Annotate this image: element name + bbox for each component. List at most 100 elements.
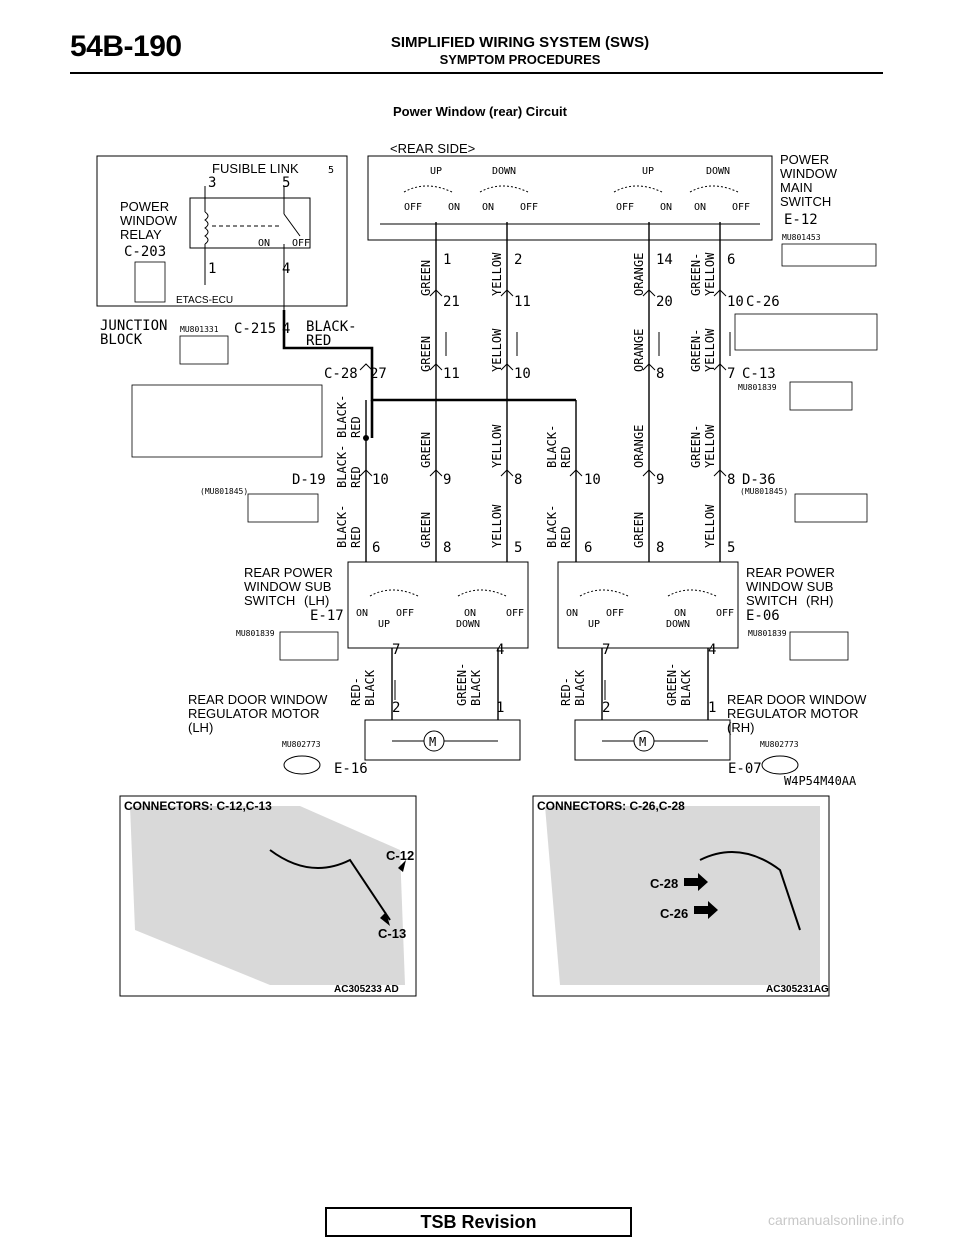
svg-text:C-26: C-26: [746, 294, 780, 310]
svg-text:C-26: C-26: [660, 906, 688, 921]
svg-text:OFF: OFF: [520, 202, 538, 213]
svg-text:6: 6: [584, 540, 592, 556]
svg-text:ORANGE: ORANGE: [632, 425, 646, 468]
svg-text:ON: ON: [660, 202, 672, 213]
svg-text:MU801453: MU801453: [782, 233, 821, 242]
svg-text:OFF: OFF: [404, 202, 422, 213]
svg-text:WINDOW SUB: WINDOW SUB: [244, 579, 331, 594]
svg-text:UP: UP: [430, 166, 442, 177]
svg-text:10: 10: [727, 294, 744, 310]
svg-text:REAR POWER: REAR POWER: [244, 565, 333, 580]
svg-text:E-12: E-12: [784, 212, 818, 228]
svg-text:ON: ON: [464, 608, 476, 619]
svg-text:E-07: E-07: [728, 761, 762, 777]
svg-text:OFF: OFF: [292, 238, 310, 249]
svg-text:(LH): (LH): [188, 720, 213, 735]
svg-text:7: 7: [727, 366, 735, 382]
svg-text:RELAY: RELAY: [120, 227, 162, 242]
svg-text:CONNECTORS: C-26,C-28: CONNECTORS: C-26,C-28: [537, 799, 685, 813]
svg-text:20: 20: [656, 294, 673, 310]
svg-text:UP: UP: [378, 619, 390, 630]
svg-text:C-13: C-13: [742, 366, 776, 382]
svg-text:OFF: OFF: [732, 202, 750, 213]
svg-text:M: M: [639, 735, 646, 749]
svg-text:21: 21: [443, 294, 460, 310]
svg-text:9: 9: [656, 472, 664, 488]
svg-text:REGULATOR MOTOR: REGULATOR MOTOR: [188, 706, 319, 721]
svg-text:(MU801845): (MU801845): [740, 487, 788, 496]
svg-text:(RH): (RH): [806, 593, 833, 608]
svg-text:14: 14: [656, 252, 673, 268]
svg-text:RED: RED: [349, 466, 363, 488]
tsb-revision-box: TSB Revision: [325, 1207, 632, 1237]
svg-text:YELLOW: YELLOW: [490, 424, 504, 468]
svg-text:MU802773: MU802773: [282, 740, 321, 749]
svg-text:(LH): (LH): [304, 593, 329, 608]
svg-text:9: 9: [443, 472, 451, 488]
svg-text:ON: ON: [694, 202, 706, 213]
svg-text:7: 7: [392, 642, 400, 658]
svg-text:AC305233 AD: AC305233 AD: [334, 984, 399, 995]
svg-text:GREEN-: GREEN-: [689, 253, 703, 296]
header-rule: [70, 72, 883, 74]
fusible-link-label: FUSIBLE LINK: [212, 161, 299, 176]
svg-text:(MU801845): (MU801845): [200, 487, 248, 496]
svg-text:WINDOW: WINDOW: [120, 213, 178, 228]
svg-text:REAR POWER: REAR POWER: [746, 565, 835, 580]
svg-text:MAIN: MAIN: [780, 180, 813, 195]
svg-text:ON: ON: [448, 202, 460, 213]
svg-text:27: 27: [370, 366, 387, 382]
relay-frame: [96, 155, 348, 307]
svg-text:BLACK: BLACK: [469, 669, 483, 706]
svg-text:RED-: RED-: [559, 677, 573, 706]
svg-text:MU801331: MU801331: [180, 325, 219, 334]
svg-text:8: 8: [727, 472, 735, 488]
svg-text:ON: ON: [674, 608, 686, 619]
svg-text:RED: RED: [349, 416, 363, 438]
svg-text:BLOCK: BLOCK: [100, 332, 143, 348]
svg-text:BLACK-: BLACK-: [545, 505, 559, 548]
svg-text:BLACK: BLACK: [679, 669, 693, 706]
svg-text:2: 2: [514, 252, 522, 268]
svg-text:DOWN: DOWN: [456, 619, 480, 630]
svg-text:<REAR SIDE>: <REAR SIDE>: [390, 141, 475, 156]
svg-text:WINDOW SUB: WINDOW SUB: [746, 579, 833, 594]
svg-text:YELLOW: YELLOW: [703, 252, 717, 296]
svg-text:GREEN: GREEN: [419, 336, 433, 372]
svg-text:C-28: C-28: [650, 876, 678, 891]
svg-text:E-16: E-16: [334, 761, 368, 777]
svg-text:4: 4: [282, 321, 290, 337]
svg-text:YELLOW: YELLOW: [703, 504, 717, 548]
svg-text:D-36: D-36: [742, 472, 776, 488]
svg-text:1: 1: [208, 261, 216, 277]
svg-text:5: 5: [727, 540, 735, 556]
svg-text:3: 3: [208, 175, 216, 191]
svg-text:OFF: OFF: [606, 608, 624, 619]
svg-text:C-203: C-203: [124, 244, 166, 260]
svg-text:M: M: [429, 735, 436, 749]
svg-text:REAR DOOR WINDOW: REAR DOOR WINDOW: [727, 692, 867, 707]
svg-text:GREEN: GREEN: [632, 512, 646, 548]
svg-text:ON: ON: [258, 238, 270, 249]
svg-text:BLACK: BLACK: [573, 669, 587, 706]
svg-text:E-06: E-06: [746, 608, 780, 624]
svg-text:4: 4: [708, 642, 716, 658]
svg-text:ORANGE: ORANGE: [632, 253, 646, 296]
svg-text:JUNCTION: JUNCTION: [100, 318, 167, 334]
svg-text:4: 4: [282, 261, 290, 277]
svg-text:RED: RED: [559, 526, 573, 548]
svg-text:YELLOW: YELLOW: [490, 252, 504, 296]
svg-text:YELLOW: YELLOW: [703, 424, 717, 468]
svg-text:OFF: OFF: [396, 608, 414, 619]
svg-text:6: 6: [372, 540, 380, 556]
svg-text:POWER: POWER: [120, 199, 169, 214]
svg-text:MU801839: MU801839: [236, 629, 275, 638]
svg-text:OFF: OFF: [506, 608, 524, 619]
svg-text:UP: UP: [588, 619, 600, 630]
watermark: carmanualsonline.info: [768, 1212, 905, 1228]
main-switch-frame: [367, 155, 773, 241]
svg-text:1: 1: [443, 252, 451, 268]
svg-text:AC305231AG: AC305231AG: [766, 984, 829, 995]
svg-text:ORANGE: ORANGE: [632, 329, 646, 372]
